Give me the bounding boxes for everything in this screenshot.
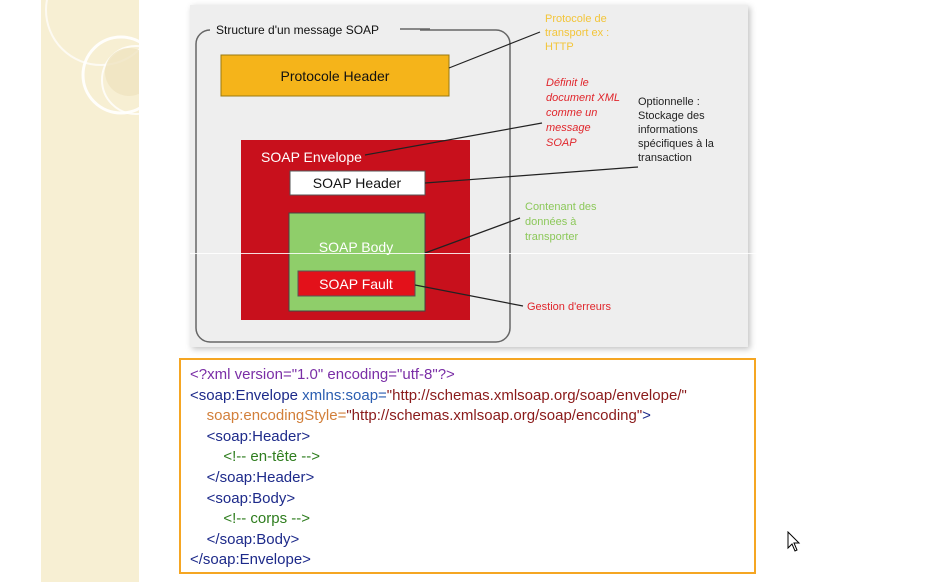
xml-declaration: <?xml version="1.0" encoding="utf-8"?> bbox=[190, 366, 455, 383]
body-comment: <!-- corps --> bbox=[223, 510, 311, 528]
annotation-definit: Définit le document XML comme un message… bbox=[546, 77, 620, 149]
envelope-close-tag: </soap:Envelope> bbox=[190, 551, 311, 569]
encoding-style-value: "http://schemas.xmlsoap.org/soap/encodin… bbox=[346, 407, 643, 425]
protocol-header-label: Protocole Header bbox=[281, 68, 390, 84]
diagram-canvas: Structure d'un message SOAP Protocole He… bbox=[195, 13, 715, 343]
code-line-3: soap:encodingStyle="http://schemas.xmlso… bbox=[190, 406, 754, 427]
header-close-tag: </soap:Header> bbox=[206, 468, 315, 486]
annotation-gestion: Gestion d'erreurs bbox=[527, 301, 612, 313]
annotation-definit-line: SOAP bbox=[546, 137, 577, 149]
mouse-pointer-icon bbox=[787, 531, 801, 552]
code-line-10: </soap:Envelope> bbox=[190, 550, 754, 571]
xmlns-attr: xmlns:soap= bbox=[302, 386, 387, 404]
annotation-optionnelle-line: Optionnelle : bbox=[638, 96, 700, 108]
soap-structure-diagram: Structure d'un message SOAP Protocole He… bbox=[190, 5, 748, 347]
code-line-4: <soap:Header> bbox=[190, 427, 754, 448]
annotation-optionnelle-line: spécifiques à la bbox=[638, 138, 715, 150]
soap-envelope-label: SOAP Envelope bbox=[261, 149, 362, 165]
annotation-definit-line: comme un bbox=[546, 107, 597, 119]
soap-body-label: SOAP Body bbox=[319, 239, 393, 255]
annotation-transport-line: HTTP bbox=[545, 41, 574, 53]
frame-title: Structure d'un message SOAP bbox=[216, 23, 379, 37]
annotation-optionnelle-line: Stockage des bbox=[638, 110, 705, 122]
annotation-optionnelle-line: informations bbox=[638, 124, 698, 136]
header-open-tag: <soap:Header> bbox=[206, 427, 311, 445]
annotation-definit-line: document XML bbox=[546, 92, 620, 104]
body-close-tag: </soap:Body> bbox=[206, 530, 300, 548]
code-line-9: </soap:Body> bbox=[190, 530, 754, 551]
annotation-transport: Protocole de transport ex : HTTP bbox=[545, 13, 609, 53]
soap-xml-code-block: <?xml version="1.0" encoding="utf-8"?> <… bbox=[179, 358, 756, 574]
envelope-tag-close: > bbox=[642, 407, 651, 425]
envelope-open-tag: <soap:Envelope bbox=[190, 386, 303, 404]
decorative-sidebar bbox=[41, 0, 139, 582]
code-line-7: <soap:Body> bbox=[190, 489, 754, 510]
annotation-transport-line: transport ex : bbox=[545, 27, 609, 39]
code-line-8: <!-- corps --> bbox=[190, 509, 754, 530]
soap-header-label: SOAP Header bbox=[313, 175, 402, 191]
body-open-tag: <soap:Body> bbox=[206, 489, 296, 507]
annotation-transport-line: Protocole de bbox=[545, 13, 607, 25]
code-line-5: <!-- en-tête --> bbox=[190, 447, 754, 468]
annotation-optionnelle-line: transaction bbox=[638, 152, 692, 164]
header-comment: <!-- en-tête --> bbox=[223, 448, 321, 466]
annotation-optionnelle: Optionnelle : Stockage des informations … bbox=[638, 96, 715, 164]
annotation-definit-line: message bbox=[546, 122, 591, 134]
annotation-definit-line: Définit le bbox=[546, 77, 589, 89]
render-artifact-line bbox=[190, 253, 770, 254]
code-line-6: </soap:Header> bbox=[190, 468, 754, 489]
soap-fault-label: SOAP Fault bbox=[319, 276, 393, 292]
annotation-contenant-line: Contenant des bbox=[525, 201, 597, 213]
annotation-contenant-line: transporter bbox=[525, 231, 579, 243]
annotation-contenant: Contenant des données à transporter bbox=[525, 201, 597, 243]
xmlns-value: "http://schemas.xmlsoap.org/soap/envelop… bbox=[386, 386, 687, 404]
code-line-2: <soap:Envelope xmlns:soap="http://schema… bbox=[190, 386, 754, 407]
decorative-rings bbox=[45, 0, 139, 115]
encoding-style-attr: soap:encodingStyle= bbox=[206, 407, 347, 425]
code-line-1: <?xml version="1.0" encoding="utf-8"?> bbox=[190, 365, 754, 386]
annotation-contenant-line: données à bbox=[525, 216, 577, 228]
